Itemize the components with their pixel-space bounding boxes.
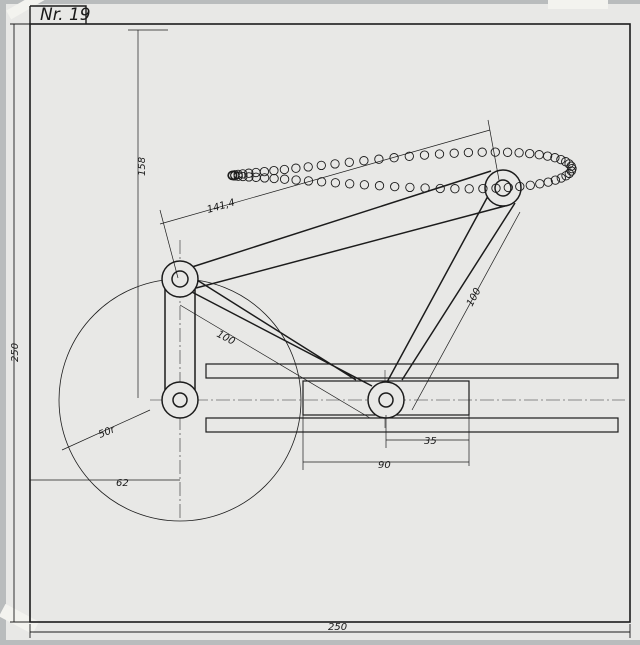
- dimension-lines: [30, 29, 521, 481]
- trace-dot: [566, 161, 576, 171]
- trace-dot: [515, 181, 525, 192]
- trace-dot: [389, 153, 399, 163]
- trace-dot: [514, 148, 524, 158]
- trace-dot: [564, 168, 574, 179]
- trace-dot: [542, 151, 553, 161]
- trace-dot: [279, 164, 290, 175]
- connecting-rod: [187, 279, 373, 387]
- trace-dot: [556, 173, 566, 183]
- trace-dot: [464, 184, 474, 194]
- trace-dot: [374, 181, 385, 191]
- trace-dot: [463, 147, 474, 158]
- dim-sheet-height: 250: [10, 343, 21, 362]
- dim-slide-length: 90: [378, 460, 391, 471]
- trace-dot: [238, 169, 248, 179]
- sheet-title: Nr. 19: [40, 5, 91, 25]
- trace-dot: [244, 168, 254, 178]
- trace-dot: [561, 171, 571, 181]
- dim-height-link: 158: [137, 157, 148, 176]
- trace-dot: [525, 148, 535, 159]
- title-box: [29, 5, 87, 24]
- trace-dot: [404, 151, 414, 161]
- rocker-arm: [385, 195, 516, 385]
- dim-sheet-width: 250: [328, 622, 347, 633]
- trace-dot: [550, 175, 561, 185]
- trace-dot: [435, 183, 445, 194]
- trace-dot: [279, 174, 290, 184]
- trace-dot: [303, 162, 313, 172]
- drawing-frame: [29, 23, 631, 623]
- lower-rail: [205, 417, 619, 433]
- trace-dot: [450, 184, 460, 194]
- trace-dot: [359, 180, 370, 190]
- trace-dot: [390, 181, 400, 192]
- joint-slider: [367, 381, 405, 419]
- trace-dot: [566, 166, 576, 176]
- trace-dot: [244, 172, 254, 182]
- trace-dot: [502, 147, 513, 157]
- trace-dot: [419, 150, 430, 160]
- dim-horizontal-offset: 62: [116, 478, 129, 489]
- trace-dot: [233, 169, 243, 180]
- trace-dot: [259, 166, 270, 177]
- trace-dot: [564, 159, 574, 169]
- joint-upper: [161, 260, 199, 298]
- trace-dot: [490, 147, 500, 157]
- trace-dot: [478, 183, 488, 194]
- trace-dot: [491, 183, 501, 193]
- trace-dot: [535, 179, 545, 189]
- sheet-dimension-lines: [10, 23, 631, 638]
- trace-dot: [269, 173, 279, 184]
- tape-bottom-left: [0, 603, 40, 635]
- trace-dot: [345, 179, 355, 189]
- joint-rocker: [484, 169, 522, 207]
- trace-dot: [405, 182, 415, 193]
- trace-dot: [525, 180, 535, 190]
- trace-dot: [291, 163, 301, 173]
- trace-dot: [420, 183, 430, 193]
- joint-lower: [161, 381, 199, 419]
- tape-top-left: [6, 0, 46, 20]
- trace-dot: [434, 149, 445, 159]
- trace-dot: [316, 177, 327, 187]
- trace-dot: [477, 147, 487, 157]
- trace-dot: [316, 160, 326, 171]
- trace-dot: [344, 157, 354, 167]
- trace-dot: [449, 148, 459, 158]
- trace-dot: [374, 154, 384, 164]
- trace-dot: [251, 172, 261, 182]
- paper: [6, 4, 640, 640]
- tape-top-right: [548, 0, 608, 9]
- trace-dot: [303, 176, 314, 186]
- coupler-link: [191, 170, 506, 289]
- trace-dot: [359, 156, 369, 166]
- trace-dot: [503, 182, 513, 193]
- trace-dot: [330, 159, 340, 169]
- trace-dot: [330, 178, 341, 188]
- dim-slide-offset: 35: [424, 436, 437, 447]
- trace-dot: [550, 153, 560, 163]
- trace-dot: [556, 154, 566, 165]
- trace-dot: [291, 175, 301, 185]
- trace-dot: [269, 165, 279, 176]
- coupler-curve-trace: [227, 147, 577, 194]
